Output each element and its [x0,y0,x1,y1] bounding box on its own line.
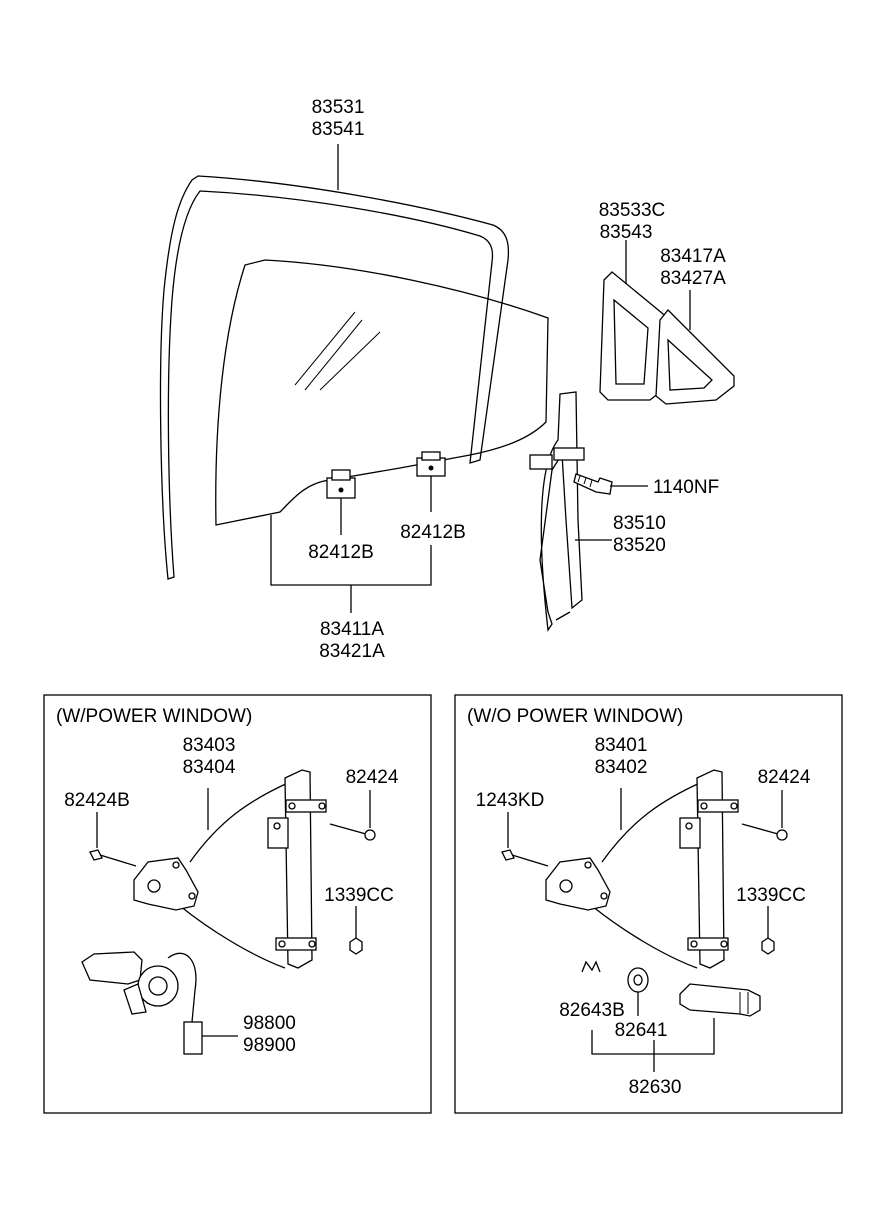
label-manual-screw-right: 82424 [758,767,811,788]
manual-window-box [454,694,843,1114]
bolt-icon [573,473,613,495]
power-window-box [43,694,432,1114]
label-power-nut: 1339CC [324,885,394,906]
quarter-seal [599,271,669,401]
label-motor-2: 98900 [243,1035,296,1056]
label-washer: 82641 [615,1020,668,1041]
label-power-screw-right: 82424 [346,767,399,788]
label-manual-regulator-1: 83401 [595,735,648,756]
door-run-channel [159,175,510,580]
label-clip-right: 82412B [400,522,466,543]
manual-box-title: (W/O POWER WINDOW) [467,706,683,727]
screw-left-icon [89,849,137,867]
quarter-glass [655,309,735,405]
washer-icon [627,967,649,993]
label-spring: 82643B [559,1000,625,1021]
glass-clip-right [416,451,446,477]
label-guide-rail-1: 83510 [613,513,666,534]
label-quarter-seal-2: 83543 [600,222,653,243]
spring-clip-icon [581,960,601,973]
manual-screw-left-icon [501,849,549,867]
window-handle-icon [679,983,761,1017]
nut-icon [349,937,363,955]
label-power-screw-left: 82424B [64,790,130,811]
label-power-regulator-2: 83404 [183,757,236,778]
manual-regulator [545,769,739,969]
label-manual-screw-left: 1243KD [476,790,545,811]
label-quarter-glass-1: 83417A [660,246,726,267]
label-bolt: 1140NF [653,477,719,498]
label-manual-regulator-2: 83402 [595,757,648,778]
screw-right-icon [329,823,376,841]
label-door-glass-1: 83411A [320,619,384,640]
door-glass [215,259,549,526]
label-quarter-seal-1: 83533C [599,200,666,221]
manual-nut-icon [761,937,775,955]
label-door-glass-2: 83421A [319,641,385,662]
label-handle: 82630 [629,1077,682,1098]
glass-reflection-1 [294,311,356,386]
label-quarter-glass-2: 83427A [660,268,726,289]
manual-screw-right-icon [741,823,788,841]
glass-clip-left [326,469,356,499]
glass-reflection-2 [304,319,363,391]
guide-rail [529,391,585,632]
label-run-channel-1: 83531 [312,97,365,118]
motor-icon [81,951,203,1055]
power-regulator [133,769,327,969]
leader-handle-bracket [591,1018,715,1055]
label-power-regulator-1: 83403 [183,735,236,756]
glass-reflection-3 [319,331,381,391]
power-box-title: (W/POWER WINDOW) [56,706,252,727]
label-guide-rail-2: 83520 [613,535,666,556]
label-manual-nut: 1339CC [736,885,806,906]
label-run-channel-2: 83541 [312,119,365,140]
label-clip-left: 82412B [308,542,374,563]
label-motor-1: 98800 [243,1013,296,1034]
